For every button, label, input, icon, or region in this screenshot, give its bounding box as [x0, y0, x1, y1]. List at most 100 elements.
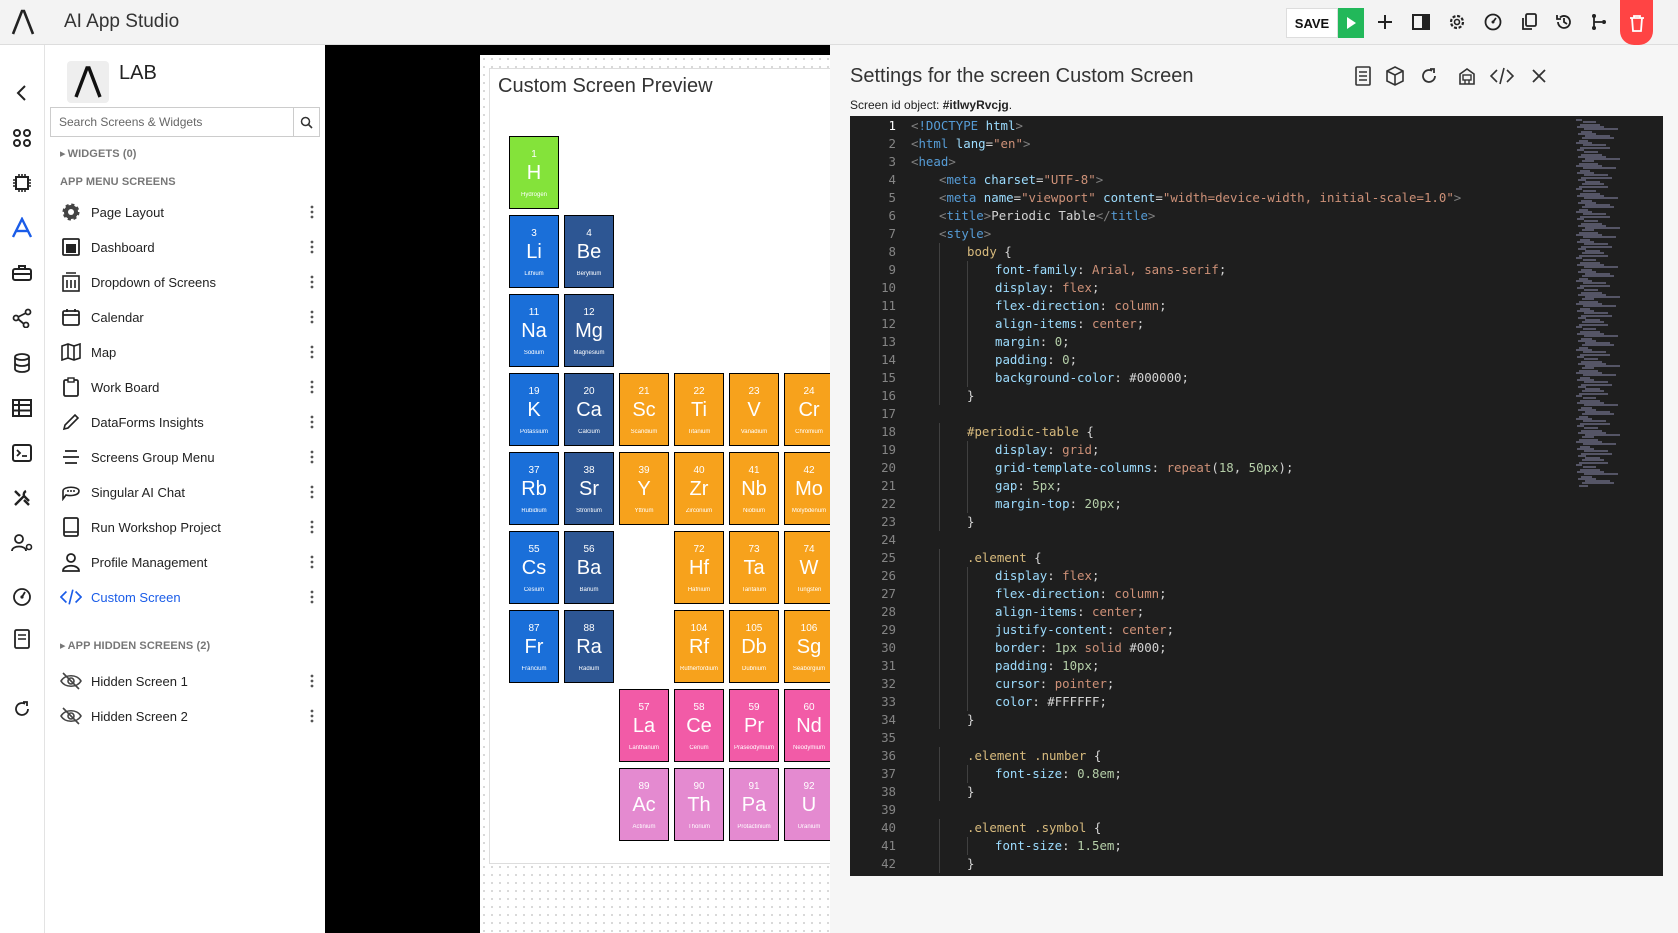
hidden-screens-section-toggle[interactable]: APP HIDDEN SCREENS (2)	[60, 639, 210, 652]
back-arrow-icon[interactable]	[10, 81, 34, 105]
sidebar-item-custom-screen[interactable]: Custom Screen	[60, 582, 320, 612]
robot-icon[interactable]	[1455, 64, 1479, 88]
document-icon[interactable]	[1351, 64, 1375, 88]
apps-grid-icon[interactable]	[10, 126, 34, 150]
more-options-icon[interactable]	[304, 376, 320, 398]
code-line[interactable]: margin: 0;	[911, 333, 1070, 351]
more-options-icon[interactable]	[304, 586, 320, 608]
code-line[interactable]: padding: 0;	[911, 351, 1077, 369]
trash-icon[interactable]	[1620, 0, 1653, 45]
code-line[interactable]: flex-direction: column;	[911, 297, 1167, 315]
user-settings-icon[interactable]	[10, 531, 34, 555]
code-line[interactable]: <title>Periodic Table</title>	[911, 207, 1155, 225]
editor-minimap[interactable]	[1568, 116, 1663, 876]
search-input[interactable]	[59, 115, 279, 129]
code-line[interactable]: }	[911, 855, 974, 873]
code-line[interactable]: <meta name="viewport" content="width=dev…	[911, 189, 1461, 207]
more-options-icon[interactable]	[304, 201, 320, 223]
sidebar-item-calendar[interactable]: Calendar	[60, 302, 320, 332]
code-line[interactable]: <html lang="en">	[911, 135, 1030, 153]
book-icon[interactable]	[10, 627, 34, 651]
history-icon[interactable]	[1553, 11, 1575, 33]
refresh-icon[interactable]	[10, 697, 34, 721]
more-options-icon[interactable]	[304, 341, 320, 363]
code-line[interactable]: .element .number {	[911, 747, 1101, 765]
code-line[interactable]: #periodic-table {	[911, 423, 1094, 441]
code-line[interactable]: align-items: center;	[911, 603, 1144, 621]
code-line[interactable]: color: #FFFFFF;	[911, 693, 1107, 711]
share-nodes-icon[interactable]	[10, 306, 34, 330]
hidden-item-hidden-screen-1[interactable]: Hidden Screen 1	[60, 666, 320, 696]
dashboard-icon[interactable]	[1482, 11, 1504, 33]
sidebar-item-run-workshop-project[interactable]: Run Workshop Project	[60, 512, 320, 542]
app-logo-icon[interactable]	[10, 8, 36, 36]
code-line[interactable]: <style>	[911, 225, 991, 243]
code-line[interactable]: display: grid;	[911, 441, 1099, 459]
sidebar-item-dashboard[interactable]: Dashboard	[60, 232, 320, 262]
more-options-icon[interactable]	[304, 551, 320, 573]
code-line[interactable]: }	[911, 783, 974, 801]
code-line[interactable]: flex-direction: column;	[911, 585, 1167, 603]
code-line[interactable]: padding: 10px;	[911, 657, 1099, 675]
more-options-icon[interactable]	[304, 236, 320, 258]
code-line[interactable]: font-family: Arial, sans-serif;	[911, 261, 1226, 279]
code-line[interactable]: margin-top: 20px;	[911, 495, 1122, 513]
code-line[interactable]: font-size: 1.5em;	[911, 837, 1122, 855]
copy-icon[interactable]	[1518, 11, 1540, 33]
more-options-icon[interactable]	[304, 411, 320, 433]
code-line[interactable]: }	[911, 711, 974, 729]
code-line[interactable]: <meta charset="UTF-8">	[911, 171, 1103, 189]
database-icon[interactable]	[10, 351, 34, 375]
sidebar-item-singular-ai-chat[interactable]: Singular AI Chat	[60, 477, 320, 507]
sidebar-item-screens-group-menu[interactable]: Screens Group Menu	[60, 442, 320, 472]
more-options-icon[interactable]	[304, 446, 320, 468]
code-line[interactable]: .element {	[911, 549, 1042, 567]
branch-icon[interactable]	[1588, 11, 1610, 33]
terminal-icon[interactable]	[10, 441, 34, 465]
code-editor[interactable]: 1<!DOCTYPE html>2<html lang="en">3<head>…	[850, 116, 1663, 876]
code-line[interactable]: .element .symbol {	[911, 819, 1101, 837]
search-icon[interactable]	[293, 108, 319, 136]
code-icon[interactable]	[1490, 64, 1514, 88]
toolbox-icon[interactable]	[10, 261, 34, 285]
plus-icon[interactable]	[1374, 11, 1396, 33]
play-icon[interactable]	[1338, 8, 1364, 38]
close-icon[interactable]	[1527, 64, 1551, 88]
code-line[interactable]: }	[911, 387, 974, 405]
code-line[interactable]: display: flex;	[911, 279, 1099, 297]
sidebar-item-dropdown-of-screens[interactable]: Dropdown of Screens	[60, 267, 320, 297]
table-icon[interactable]	[10, 396, 34, 420]
code-line[interactable]: display: flex;	[911, 567, 1099, 585]
code-line[interactable]: body {	[911, 243, 1012, 261]
code-line[interactable]: grid-template-columns: repeat(18, 50px);	[911, 459, 1293, 477]
code-line[interactable]: gap: 5px;	[911, 477, 1062, 495]
sidebar-item-page-layout[interactable]: Page Layout	[60, 197, 320, 227]
gear-icon[interactable]	[1446, 11, 1468, 33]
speedometer-icon[interactable]	[10, 585, 34, 609]
